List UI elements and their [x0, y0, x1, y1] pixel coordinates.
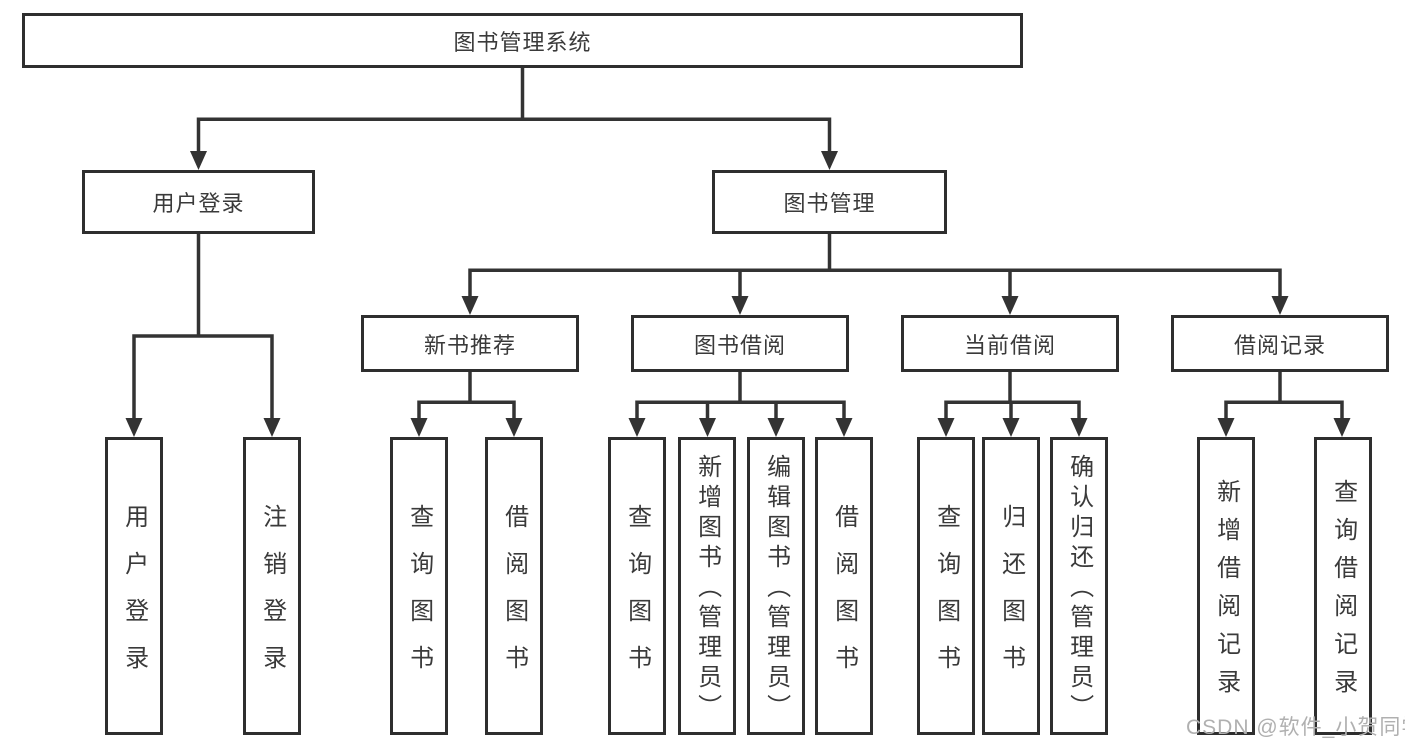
- connector-root-to-level2: [196, 68, 832, 157]
- node-label: 图书管理: [783, 191, 876, 216]
- node-label: 用户登录: [120, 503, 148, 692]
- arrow-down-icon: [1217, 418, 1235, 437]
- connector-newbooks-to-leaves: [417, 372, 516, 424]
- node-book-management: 图书管理: [712, 170, 947, 234]
- connector-borrowing-to-leaves: [635, 372, 846, 424]
- leaf-logout: 注销登录: [243, 437, 301, 735]
- arrow-down-icon: [767, 418, 785, 437]
- connector-records-to-leaves: [1224, 372, 1344, 424]
- arrow-down-icon: [410, 418, 428, 437]
- leaf-add-books-admin: 新增图书（管理员）: [678, 437, 736, 735]
- leaf-return-books: 归还图书: [982, 437, 1040, 735]
- leaf-query-books-1: 查询图书: [390, 437, 448, 735]
- node-label: 查询图书: [623, 503, 651, 692]
- csdn-watermark: CSDN @软件_小贺同学: [1186, 716, 1405, 739]
- node-label: 借阅记录: [1233, 332, 1326, 358]
- arrowhead-icons: [125, 151, 1351, 437]
- arrow-down-icon: [1002, 418, 1020, 437]
- leaf-borrow-books-1: 借阅图书: [485, 437, 543, 735]
- leaf-confirm-return-admin: 确认归还（管理员）: [1050, 437, 1108, 735]
- connector-shafts: [132, 68, 1344, 424]
- node-current-borrowing: 当前借阅: [901, 315, 1119, 372]
- node-borrow-records: 借阅记录: [1171, 315, 1389, 372]
- leaf-borrow-books-2: 借阅图书: [815, 437, 873, 735]
- arrow-down-icon: [505, 418, 523, 437]
- node-label: 图书借阅: [693, 332, 786, 358]
- arrow-down-icon: [263, 418, 281, 437]
- node-label: 新增图书（管理员）: [693, 454, 721, 724]
- arrow-down-icon: [1001, 296, 1019, 315]
- arrow-down-icon: [461, 296, 479, 315]
- node-label: 查询借阅记录: [1329, 479, 1357, 707]
- arrow-down-icon: [628, 418, 646, 437]
- leaf-add-borrow-record: 新增借阅记录: [1197, 437, 1255, 735]
- arrow-down-icon: [1070, 418, 1088, 437]
- node-label: 归还图书: [997, 503, 1025, 692]
- node-root-system: 图书管理系统: [22, 13, 1023, 68]
- node-label: 当前借阅: [963, 332, 1056, 358]
- arrow-down-icon: [835, 418, 853, 437]
- leaf-query-books-2: 查询图书: [608, 437, 666, 735]
- arrow-down-icon: [190, 151, 207, 170]
- arrow-down-icon: [125, 418, 143, 437]
- connector-login-to-leaves: [132, 234, 274, 424]
- connector-current-to-leaves: [944, 372, 1081, 424]
- leaf-edit-books-admin: 编辑图书（管理员）: [747, 437, 805, 735]
- arrow-down-icon: [937, 418, 955, 437]
- node-label: 图书管理系统: [453, 29, 592, 55]
- node-label: 借阅图书: [830, 503, 858, 692]
- leaf-query-books-3: 查询图书: [917, 437, 975, 735]
- arrow-down-icon: [1271, 296, 1289, 315]
- arrow-down-icon: [731, 296, 749, 315]
- node-label: 编辑图书（管理员）: [762, 454, 790, 724]
- arrow-down-icon: [1333, 418, 1351, 437]
- node-book-borrowing: 图书借阅: [631, 315, 849, 372]
- arrow-down-icon: [699, 418, 716, 437]
- node-label: 新增借阅记录: [1212, 479, 1240, 707]
- node-user-login: 用户登录: [82, 170, 315, 234]
- leaf-query-borrow-record: 查询借阅记录: [1314, 437, 1372, 735]
- connector-mgmt-to-level3: [468, 234, 1282, 302]
- node-label: 确认归还（管理员）: [1065, 454, 1093, 724]
- node-label: 借阅图书: [500, 503, 528, 692]
- node-label: 查询图书: [405, 503, 433, 692]
- node-label: 注销登录: [258, 503, 286, 692]
- arrow-down-icon: [821, 151, 838, 170]
- node-label: 新书推荐: [423, 332, 516, 358]
- node-label: 查询图书: [932, 503, 960, 692]
- node-new-book-recommend: 新书推荐: [361, 315, 579, 372]
- node-label: 用户登录: [152, 191, 245, 216]
- leaf-user-login: 用户登录: [105, 437, 163, 735]
